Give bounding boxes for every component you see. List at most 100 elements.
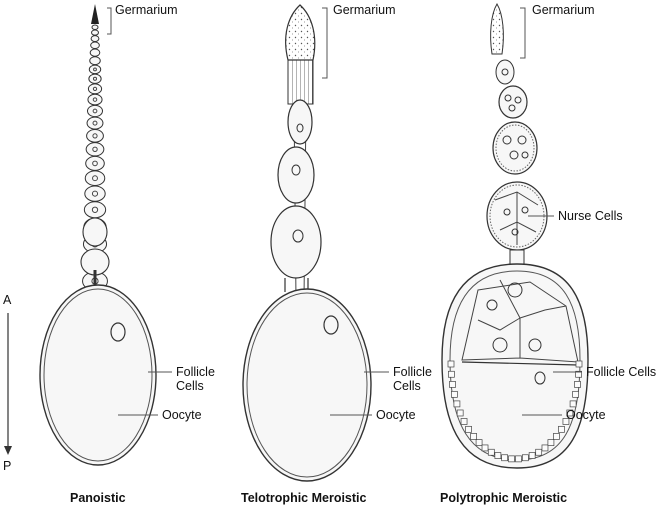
panoistic-chain-cell [90,41,100,50]
panoistic-chain-cell [91,24,99,30]
panoistic-chain-cell [87,104,103,118]
panoistic-chain-cell [89,56,101,66]
polytrophic-oocyte-label: Oocyte [566,408,606,422]
panoistic-egg-chamber [39,284,157,466]
panoistic-germarium-label: Germarium [115,3,178,17]
panoistic-follicle-layer [43,288,153,462]
panoistic-chain-cell [91,29,99,36]
polytrophic-follicle-cells [447,360,583,463]
panoistic-chain-cell [84,170,106,186]
polytrophic-follicle-cell [447,360,455,368]
telotrophic-title: Telotrophic Meroistic [241,491,367,505]
panoistic-chain-nucleus [92,86,98,91]
panoistic-chain-cell [86,116,104,130]
polytrophic-follicle-cell [487,448,495,456]
telotrophic-follicle-label: Follicle Cells [393,365,432,393]
panoistic-title: Panoistic [70,491,126,505]
polytrophic-egg-chamber [441,263,589,469]
polytrophic-follicle-cell [456,409,464,417]
panoistic-chain-nucleus [91,190,99,197]
polytrophic-follicle-cell [453,400,461,408]
polytrophic-nurse-label: Nurse Cells [558,209,623,223]
telotrophic-germarium-label: Germarium [333,3,396,17]
polytrophic-follicle-cell [575,370,582,378]
polytrophic-chamber-1 [498,85,528,119]
polytrophic-follicle-cell [562,418,570,425]
polytrophic-follicle-cell [448,370,455,378]
polytrophic-follicle-cell [528,452,536,459]
polytrophic-follicle-cell [481,444,489,452]
panoistic-chain-nucleus [92,120,98,126]
polytrophic-follicle-cell [558,425,565,433]
panoistic-chain-nucleus [92,146,98,153]
telotrophic-ovariole [242,4,372,482]
panoistic-chain-nucleus [93,67,97,72]
telotrophic-follicle-layer [246,292,368,478]
telotrophic-follicle-1 [287,99,313,145]
panoistic-chain-cell [90,35,100,43]
panoistic-germarium-tip [91,4,99,24]
germarium-bracket-2 [322,7,328,79]
polytrophic-chamber-2 [492,121,538,175]
polytrophic-follicle-cell [566,409,574,417]
panoistic-chain-cell [89,48,101,57]
polytrophic-germarium [490,3,504,55]
polytrophic-follicle-cell [501,454,508,462]
telotrophic-nutritive-cords [287,59,314,105]
polytrophic-follicle-cell [535,448,543,456]
panoistic-chain-cell [84,185,106,202]
panoistic-chain-nucleus [92,133,98,139]
polytrophic-follicle-cell [572,390,579,398]
panoistic-chain-cell [85,142,105,157]
panoistic-nucleus [110,322,126,342]
telotrophic-nucleus [323,315,339,335]
polytrophic-follicle-cell [449,381,456,388]
panoistic-chain-cell [88,64,102,75]
axis-arrow-head [4,446,12,455]
panoistic-oocyte-label: Oocyte [162,408,202,422]
telotrophic-egg-chamber [242,288,372,482]
panoistic-ovariole [39,4,157,466]
polytrophic-follicle-cell [460,418,468,425]
polytrophic-germarium-label: Germarium [532,3,595,17]
panoistic-chain-cell [85,155,105,171]
polytrophic-title: Polytrophic Meroistic [440,491,568,505]
polytrophic-follicle-cell [547,439,555,446]
panoistic-oocyte-chain [80,24,110,291]
panoistic-chain-cell [86,129,104,143]
polytrophic-follicle-cell [494,452,502,459]
polytrophic-follicle-cell [470,433,477,440]
panoistic-chain-nucleus [92,76,98,81]
axis-posterior-label: P [3,459,12,473]
panoistic-chain-chamber [82,217,108,247]
panoistic-chain-nucleus [92,108,98,114]
panoistic-chain-cell [83,201,107,219]
panoistic-follicle-label: Follicle Cells [176,365,215,393]
panoistic-chain-nucleus [92,97,98,102]
polytrophic-follicle-cell [508,455,515,463]
panoistic-chain-nucleus [92,175,98,182]
telotrophic-oocyte-label: Oocyte [376,408,416,422]
polytrophic-follicle-cell [515,455,522,463]
polytrophic-follicle-cell [475,439,483,446]
polytrophic-follicle-cell [522,454,529,462]
polytrophic-follicle-cell [569,400,577,408]
polytrophic-follicle-cell [553,433,560,440]
panoistic-chain-cell [87,93,103,106]
polytrophic-follicle-cell [541,444,549,452]
polytrophic-follicle-cell [451,390,458,398]
polytrophic-ovariole [441,3,589,469]
panoistic-chain-nucleus [92,160,98,167]
axis-anterior-label: A [3,293,12,307]
polytrophic-follicle-cell [575,360,583,368]
polytrophic-follicle-label: Follicle Cells [586,365,657,379]
telotrophic-germarium [285,4,316,61]
polytrophic-follicle-cell [465,425,472,433]
panoistic-chain-cell [88,73,102,84]
germarium-bracket-1 [107,7,112,35]
germarium-bracket-3 [520,7,526,59]
panoistic-chain-nucleus [91,206,99,213]
panoistic-chain-cell [87,83,103,95]
polytrophic-follicle-cell [574,381,581,388]
